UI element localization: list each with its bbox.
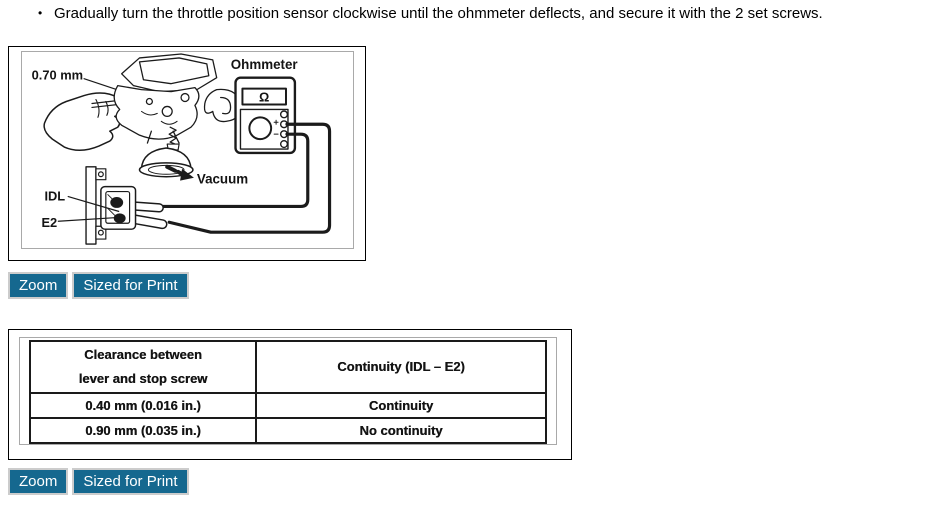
e2-leader-line — [57, 216, 122, 222]
label-ohmmeter: Ohmmeter — [231, 57, 298, 72]
zoom-button-figure1[interactable]: Zoom — [8, 272, 69, 299]
ohmmeter-dial — [248, 116, 273, 141]
table-figure-frame: Clearance between lever and stop screw C… — [8, 329, 572, 460]
table-row: 0.40 mm (0.016 in.) Continuity — [29, 392, 547, 419]
clearance-value-cell: 0.90 mm (0.035 in.) — [29, 417, 257, 444]
header-clearance-line2: lever and stop screw — [78, 371, 208, 386]
table-scan-image: Clearance between lever and stop screw C… — [19, 337, 557, 445]
label-idl: IDL — [44, 188, 65, 203]
instruction-line: • Gradually turn the throttle position se… — [38, 5, 938, 22]
zoom-button-figure2[interactable]: Zoom — [8, 468, 69, 495]
test-lead-wires — [161, 122, 332, 234]
sized-for-print-button-figure2[interactable]: Sized for Print — [72, 468, 189, 495]
figure1-button-row: Zoom Sized for Print — [8, 272, 189, 299]
continuity-spec-table: Clearance between lever and stop screw C… — [29, 340, 547, 444]
label-vacuum: Vacuum — [197, 172, 248, 187]
vacuum-diaphragm-art — [138, 126, 194, 178]
ohmmeter-terminals — [279, 110, 289, 149]
throttle-body-art — [113, 53, 242, 144]
continuity-value-cell: Continuity — [255, 392, 547, 419]
sized-for-print-button-figure1[interactable]: Sized for Print — [72, 272, 189, 299]
header-clearance-line1: Clearance between — [84, 347, 202, 362]
adjust-screw-spring — [168, 126, 177, 145]
instruction-text: Gradually turn the throttle position sen… — [54, 5, 823, 22]
diagram-figure-frame: 0.70 mm Ohmmeter Ω Vacuum IDL E2 — [8, 46, 366, 261]
label-e2: E2 — [41, 215, 57, 230]
bullet-marker: • — [38, 6, 43, 20]
header-continuity-cell: Continuity (IDL – E2) — [255, 340, 547, 394]
label-clearance: 0.70 mm — [32, 68, 83, 83]
ohmmeter-display — [241, 87, 287, 106]
idl-leader-line — [67, 195, 120, 212]
ohmmeter-device — [234, 76, 297, 155]
vacuum-arrow-icon — [165, 164, 194, 181]
throttle-sensor-diagram: 0.70 mm Ohmmeter Ω Vacuum IDL E2 — [32, 53, 332, 245]
diagram-scan-image: 0.70 mm Ohmmeter Ω Vacuum IDL E2 — [21, 51, 354, 249]
figure2-button-row: Zoom Sized for Print — [8, 468, 189, 495]
clearance-value-cell: 0.40 mm (0.016 in.) — [29, 392, 257, 419]
table-header-row: Clearance between lever and stop screw C… — [29, 340, 547, 394]
continuity-value-cell: No continuity — [255, 417, 547, 444]
ohm-symbol-icon: Ω — [259, 89, 269, 104]
table-row: 0.90 mm (0.035 in.) No continuity — [29, 417, 547, 444]
header-clearance-cell: Clearance between lever and stop screw — [29, 340, 257, 394]
